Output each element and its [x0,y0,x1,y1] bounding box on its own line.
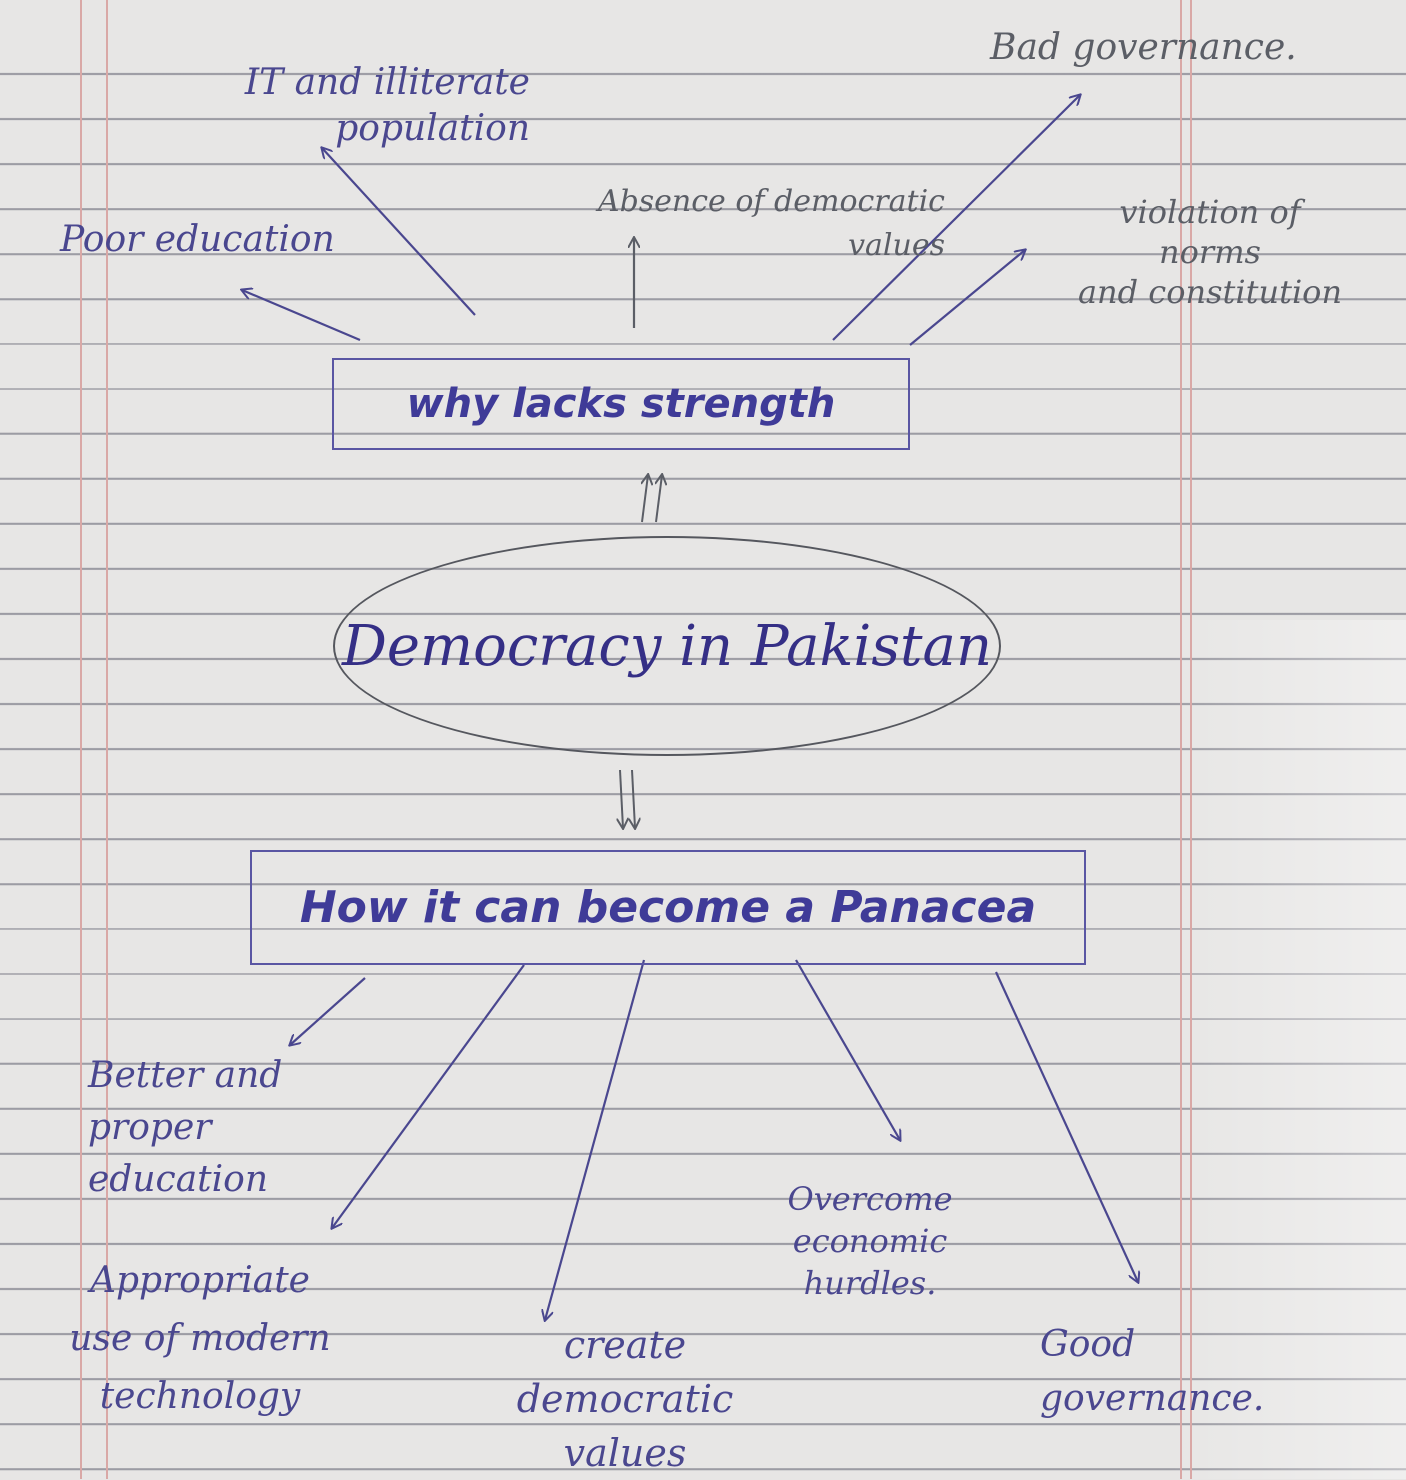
arrow-to-good-governance [994,971,1138,1282]
central-topic-ellipse: Democracy in Pakistan [333,536,1001,756]
double-arrow-down-left [620,769,623,828]
solution-democratic-values: create democratic values [516,1323,734,1475]
double-arrow-up-right [656,475,662,523]
weakness-illiterate-population: IT and illiterate population [244,62,530,149]
solution-economic-hurdles: Overcome economic hurdles. [787,1180,953,1302]
left-margin-line [80,0,82,1479]
double-arrow-down-right [632,769,635,828]
arrow-to-violation-of-norms [909,250,1025,346]
weakness-absence-of-democratic-values: Absence of democratic values [597,184,945,263]
solution-modern-technology: Appropriate use of modern technology [69,1260,331,1417]
arrow-to-illiterate-population [322,148,476,316]
why-lacks-strength-label: why lacks strength [406,381,836,427]
arrow-to-modern-technology [332,964,525,1228]
panacea-box: How it can become a Panacea [250,850,1086,965]
solution-better-education: Better and proper education [88,1055,283,1200]
central-topic-label: Democracy in Pakistan [341,613,993,679]
panacea-label: How it can become a Panacea [299,882,1037,933]
arrow-to-poor-education [242,290,361,342]
arrow-to-economic-hurdles [795,959,900,1140]
arrow-to-better-education [290,977,366,1045]
left-margin-line-inner [106,0,108,1479]
weakness-violation-of-norms: violation of norms and constitution [1077,193,1343,311]
double-arrow-up-left [642,475,648,523]
arrow-to-bad-governance [832,95,1080,341]
weakness-bad-governance: Bad governance. [990,27,1297,68]
solution-good-governance: Good governance. [1040,1324,1265,1419]
why-lacks-strength-box: why lacks strength [332,358,910,450]
arrow-to-democratic-values [545,959,646,1320]
right-margin-line [1180,0,1182,1479]
weakness-poor-education: Poor education [60,219,335,260]
right-margin-line-inner [1190,0,1192,1479]
